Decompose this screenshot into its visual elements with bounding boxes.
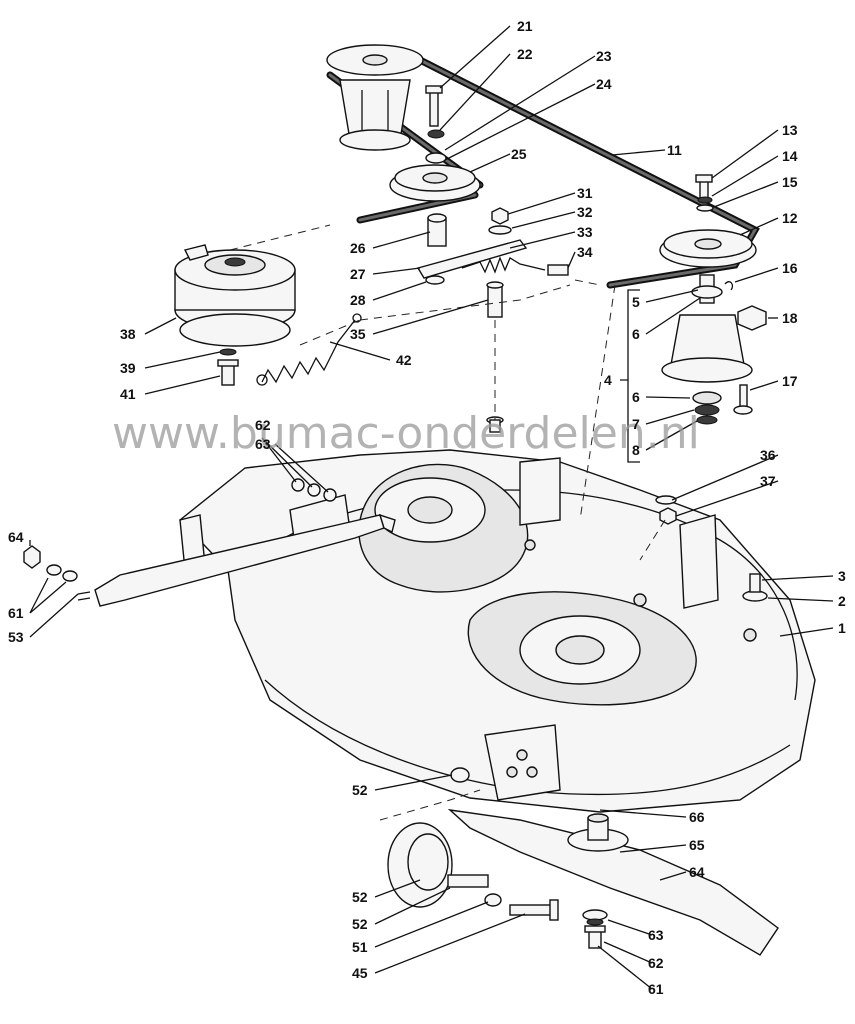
callout-label: 28: [350, 292, 366, 308]
idler-pulley: [389, 164, 481, 202]
cutting-blade: [447, 808, 779, 956]
callout-label: 8: [632, 442, 640, 458]
callout-label: 39: [120, 360, 136, 376]
callout-label: 25: [511, 146, 527, 162]
tension-spring: [217, 313, 362, 386]
callout-label: 64: [8, 529, 24, 545]
deck-fasteners-right: [655, 495, 768, 602]
callout-label: 13: [782, 122, 798, 138]
callout-label: 2: [838, 593, 846, 609]
callout-label: 61: [648, 981, 664, 997]
callout-label: 4: [604, 372, 612, 388]
callout-label: 1: [838, 620, 846, 636]
callout-label: 3: [838, 568, 846, 584]
callout-label: 42: [396, 352, 412, 368]
callout-label: 52: [352, 782, 368, 798]
callout-label: 63: [255, 436, 271, 452]
top-pulley-spindle: [326, 44, 424, 151]
bolt-and-washers: [425, 85, 447, 164]
callout-labels: 21 22 23 24 25 11 13 14 15 12 16 18 17 5…: [8, 18, 846, 997]
electric-clutch: [174, 244, 296, 347]
fasteners-right: [695, 174, 767, 415]
callout-label: 52: [352, 916, 368, 932]
callout-label: 26: [350, 240, 366, 256]
callout-label: 38: [120, 326, 136, 342]
callout-label: 52: [352, 889, 368, 905]
callout-label: 15: [782, 174, 798, 190]
callout-label: 45: [352, 965, 368, 981]
callout-label: 64: [689, 864, 705, 880]
callout-label: 66: [689, 809, 705, 825]
callout-label: 61: [8, 605, 24, 621]
callout-label: 31: [577, 185, 593, 201]
callout-label: 33: [577, 224, 593, 240]
callout-label: 51: [352, 939, 368, 955]
callout-label: 27: [350, 266, 366, 282]
right-pulley: [659, 229, 757, 268]
callout-label: 6: [632, 389, 640, 405]
callout-label: 11: [667, 142, 682, 158]
callout-label: 23: [596, 48, 612, 64]
callout-label: 16: [782, 260, 798, 276]
callout-label: 14: [782, 148, 798, 164]
callout-label: 7: [632, 416, 640, 432]
callout-label: 34: [577, 244, 593, 260]
callout-label: 32: [577, 204, 593, 220]
callout-label: 36: [760, 447, 776, 463]
watermark-text: www.bumac-onderdelen.nl: [112, 408, 700, 459]
callout-label: 18: [782, 310, 798, 326]
callout-label: 21: [517, 18, 533, 34]
idler-arm-assembly: [416, 207, 569, 433]
leader-lines: [29, 25, 834, 990]
callout-label: 35: [350, 326, 366, 342]
front-left-fasteners: [23, 478, 337, 582]
callout-label: 63: [648, 927, 664, 943]
callout-label: 62: [648, 955, 664, 971]
callout-label: 6: [632, 326, 640, 342]
callout-label: 62: [255, 417, 271, 433]
linkage-rod: [77, 513, 396, 607]
callout-label: 24: [596, 76, 612, 92]
callout-label: 12: [782, 210, 798, 226]
callout-label: 17: [782, 373, 798, 389]
right-spindle-housing: [661, 274, 753, 425]
alignment-lines: [229, 224, 666, 821]
mower-deck-housing: [178, 449, 816, 813]
callout-label: 37: [760, 473, 776, 489]
callout-label: 22: [517, 46, 533, 62]
callout-label: 53: [8, 629, 24, 645]
callout-label: 41: [120, 386, 136, 402]
callout-label: 65: [689, 837, 705, 853]
callout-label: 5: [632, 294, 640, 310]
